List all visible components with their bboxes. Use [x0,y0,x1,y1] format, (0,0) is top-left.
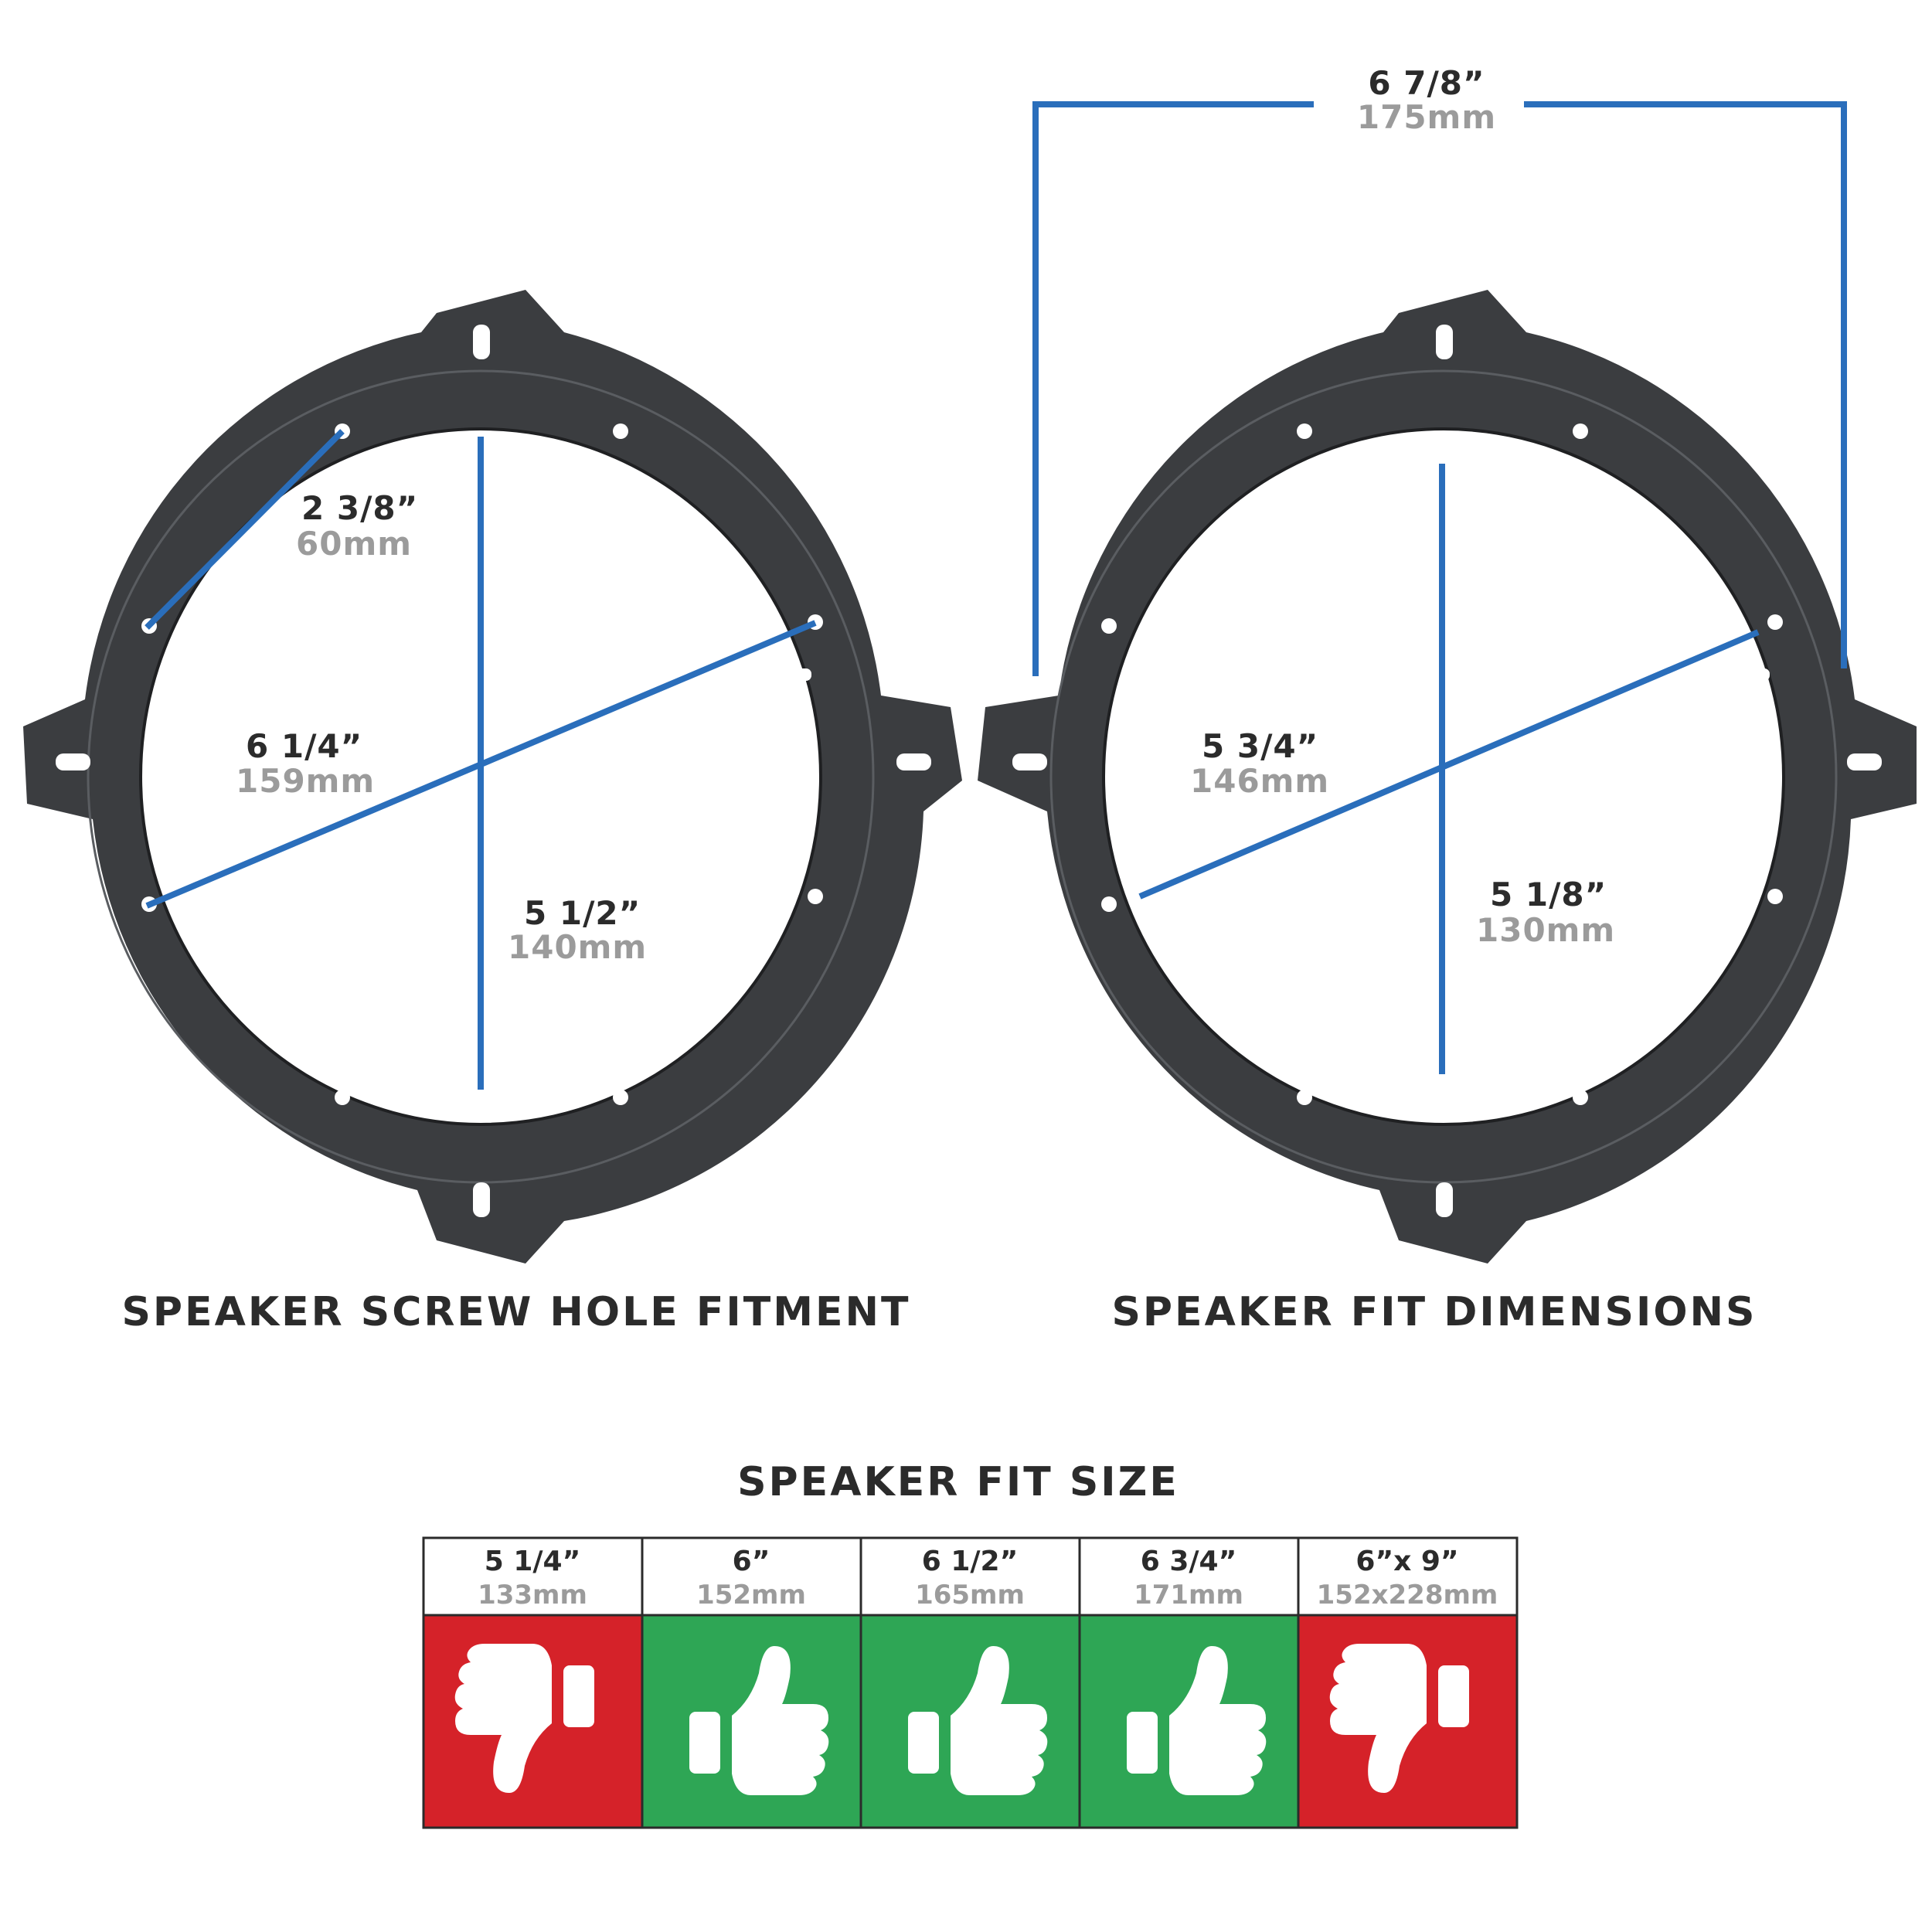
size-mm: 152x228mm [1317,1580,1498,1611]
left-panel-caption: SPEAKER SCREW HOLE FITMENT [121,1289,910,1335]
mount-slot [1012,753,1047,770]
screw-hole [613,423,628,439]
dim-label-mm: 175mm [1357,98,1496,136]
size-mm: 165mm [915,1580,1025,1611]
screw-slot [1739,668,1770,681]
ring-inner-edge [1102,427,1785,1126]
dim-label-inches: 5 1/8” [1490,876,1607,913]
size-mm: 133mm [478,1580,587,1611]
fit-column: 6”x 9” 152x228mm [1297,1536,1519,1829]
dimension-bracket-left [1032,101,1314,676]
screw-hole [1297,423,1312,439]
screw-hole [1767,614,1783,630]
mount-slot [473,1182,490,1217]
size-inches: 5 1/4” [485,1546,581,1577]
size-inches: 6 3/4” [1141,1546,1237,1577]
screw-hole [613,1090,628,1105]
dim-label-mm: 60mm [296,525,412,563]
dim-label-inches: 5 3/4” [1202,727,1318,765]
size-inches: 6 1/2” [922,1546,1019,1577]
mount-slot [473,325,490,359]
ring-outline [23,290,962,1264]
right-speaker-adapter-ring [978,290,1917,1264]
mount-slot [1436,325,1453,359]
screw-slot [781,753,811,766]
dim-label-mm: 146mm [1190,762,1329,800]
dim-label-inches: 6 1/4” [246,727,362,765]
screw-hole [1101,896,1117,912]
size-mm: 171mm [1134,1580,1243,1611]
fit-table-title: SPEAKER FIT SIZE [737,1459,1179,1505]
mount-slot [1847,753,1882,770]
left-speaker-adapter-ring [23,290,962,1264]
screw-hole [1573,1090,1588,1105]
screw-hole [1573,423,1588,439]
screw-hole [808,889,823,904]
mount-slot [56,753,90,770]
mount-slot [896,753,931,770]
header-cell [1297,1536,1519,1617]
fit-size-table: 5 1/4” 133mm 6” 152mm 6 1/2” 165mm 6 3/4… [422,1536,1519,1829]
dim-label-inches: 5 1/2” [524,894,641,932]
right-dimension-lines [1032,101,1847,1074]
size-inches: 6”x 9” [1355,1546,1458,1577]
fit-column: 5 1/4” 133mm [422,1536,644,1829]
fit-column: 6 3/4” 171mm [1078,1536,1300,1829]
dimension-bracket-right [1524,101,1847,668]
dimension-line-2-3-8 [145,429,345,630]
header-cell [1078,1536,1300,1617]
screw-hole [1767,889,1783,904]
dim-label-mm: 130mm [1476,911,1615,949]
left-dimension-lines [145,429,817,1090]
dimension-line-5-3-4 [1138,629,1760,900]
header-cell [641,1536,862,1617]
ring-inner-edge [139,427,822,1126]
size-mm: 152mm [696,1580,806,1611]
size-inches: 6” [733,1546,770,1577]
screw-slot [1436,431,1450,462]
screw-hole [1101,618,1117,634]
dim-label-mm: 159mm [236,762,375,800]
screw-hole [335,1090,350,1105]
screw-hole [1297,1090,1312,1105]
header-cell [859,1536,1081,1617]
fit-column: 6 1/2” 165mm [859,1536,1081,1829]
screw-slot [1739,753,1770,766]
dim-label-inches: 2 3/8” [301,489,418,527]
dim-label-inches: 6 7/8” [1368,64,1485,102]
right-panel-caption: SPEAKER FIT DIMENSIONS [1111,1289,1757,1335]
dim-label-mm: 140mm [508,928,647,966]
screw-slot [781,668,811,681]
fit-column: 6” 152mm [641,1536,862,1829]
mount-slot [1436,1182,1453,1217]
